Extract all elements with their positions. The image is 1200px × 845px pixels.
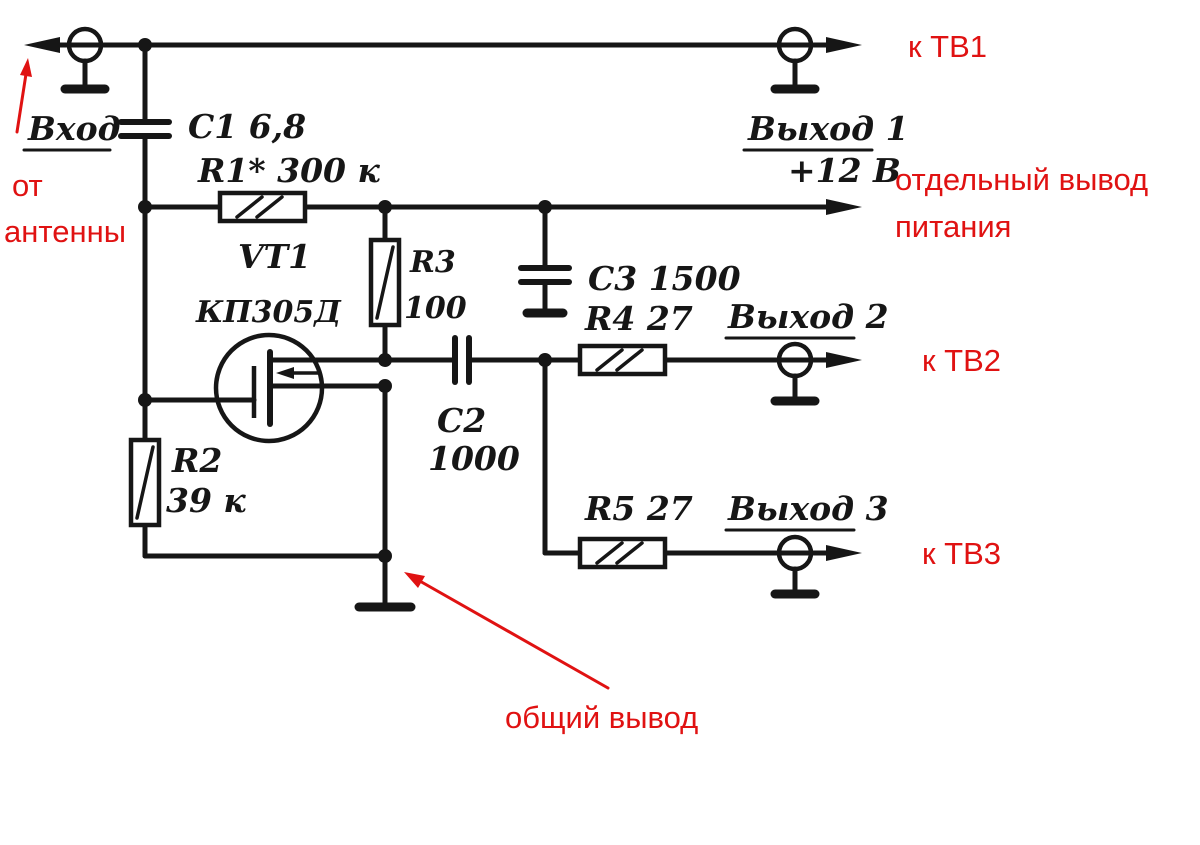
output3-connector (770, 534, 820, 599)
annotation-to-tv2: к ТВ2 (922, 343, 1001, 378)
capacitor-c3 (518, 265, 572, 285)
r4-hatch2 (615, 348, 644, 372)
annotation-arrow-antenna (15, 58, 32, 134)
label-r2: R2 (171, 441, 222, 480)
annotation-separate-supply-2: питания (895, 209, 1011, 244)
antenna-left-arrow (24, 37, 60, 53)
label-r1: R1* 300 к (197, 151, 381, 190)
capacitor-c1 (118, 119, 172, 139)
label-r3: R3 (409, 245, 456, 280)
vt1-substrate-arrow (276, 367, 294, 379)
label-vt1: VT1 (238, 237, 311, 276)
junction-dot (378, 549, 392, 563)
label-c2-value: 1000 (428, 439, 520, 478)
label-output2: Выход 2 (727, 297, 889, 336)
label-r5: R5 27 (584, 489, 693, 528)
junction-dot (378, 353, 392, 367)
annotation-arrow-common (404, 572, 610, 690)
annotation-to-tv1: к ТВ1 (908, 29, 987, 64)
annotation-from-antenna-1: от (12, 168, 43, 203)
label-output1: Выход 1 (747, 109, 909, 148)
common-ground (354, 553, 416, 612)
resistor-r1 (217, 190, 308, 224)
r4-body (577, 343, 668, 377)
transistor-vt1 (213, 332, 325, 444)
tv3-arrow (826, 545, 862, 561)
junction-dot (138, 393, 152, 407)
label-c2: С2 (437, 401, 486, 440)
resistor-r5 (577, 536, 668, 570)
label-output3: Выход 3 (727, 489, 889, 528)
r4-hatch (595, 348, 624, 372)
r2-hatch (135, 445, 155, 520)
red-arrow-line (416, 578, 610, 690)
label-vt1-part: КП305Д (195, 295, 342, 330)
r3-hatch (375, 245, 395, 320)
red-arrow-line (15, 72, 28, 134)
label-c3: С3 1500 (588, 259, 741, 298)
annotation-to-tv3: к ТВ3 (922, 536, 1001, 571)
label-r3-value: 100 (404, 291, 467, 326)
r5-body (577, 536, 668, 570)
output2-connector (770, 341, 820, 406)
r1-hatch2 (255, 195, 284, 219)
label-r2-value: 39 к (166, 481, 246, 520)
r5-hatch2 (615, 541, 644, 565)
label-output1-supply: +12 В (788, 151, 901, 190)
label-c1: С1 6,8 (188, 107, 306, 146)
tv2-arrow (826, 352, 862, 368)
vt1-envelope (213, 332, 325, 444)
junction-dot (538, 353, 552, 367)
junction-dots (138, 38, 552, 563)
antenna-input-connector (60, 26, 110, 94)
junction-dot (138, 38, 152, 52)
label-r4: R4 27 (584, 299, 693, 338)
junction-dot (378, 379, 392, 393)
resistor-r4 (577, 343, 668, 377)
label-input: Вход (27, 109, 121, 148)
tv1-arrow (826, 37, 862, 53)
r1-hatch (235, 195, 264, 219)
annotation-from-antenna-2: антенны (4, 214, 126, 249)
junction-dot (378, 200, 392, 214)
red-arrow-head (20, 58, 32, 77)
resistor-r3 (368, 237, 402, 328)
r5-hatch (595, 541, 624, 565)
output1-connector (770, 26, 820, 94)
junction-dot (538, 200, 552, 214)
supply-arrow (826, 199, 862, 215)
resistor-r2 (128, 437, 162, 528)
capacitor-c2 (452, 335, 472, 385)
annotation-separate-supply-1: отдельный вывод (895, 162, 1148, 197)
wires (49, 42, 835, 559)
red-arrow-head (404, 572, 425, 588)
junction-dot (138, 200, 152, 214)
annotation-common-terminal: общий вывод (505, 700, 698, 735)
